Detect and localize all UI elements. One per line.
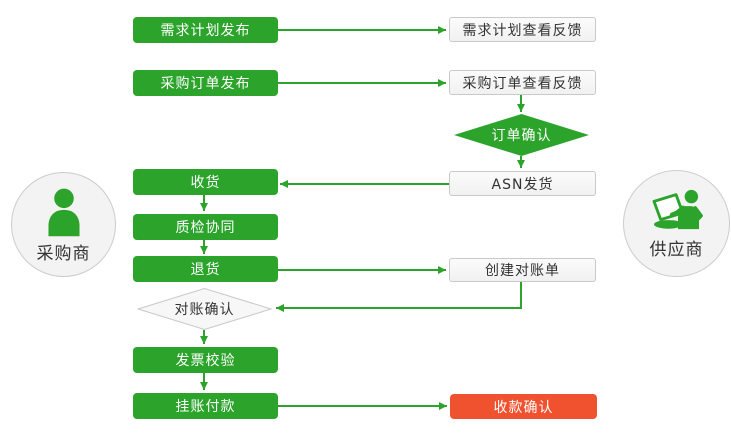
step-po-publish: 采购订单发布 xyxy=(133,70,278,96)
supplier-laptop-person-icon xyxy=(648,187,706,233)
step-receive: 收货 xyxy=(133,169,278,195)
step-asn-ship: ASN发货 xyxy=(449,171,596,196)
step-demand-plan-feedback: 需求计划查看反馈 xyxy=(449,17,596,42)
step-invoice-check: 发票校验 xyxy=(133,347,278,373)
step-payment-confirm: 收款确认 xyxy=(450,394,597,419)
actor-buyer: 采购商 xyxy=(11,172,116,277)
decision-order-confirm-label: 订单确认 xyxy=(491,128,552,144)
step-return-goods: 退货 xyxy=(133,256,278,282)
actor-supplier: 供应商 xyxy=(623,170,730,277)
edge-create-statement-to-statement-confirm xyxy=(276,282,522,312)
actor-buyer-label: 采购商 xyxy=(36,244,91,264)
decision-order-confirm-shape xyxy=(454,114,589,156)
decision-statement-confirm-label: 对账确认 xyxy=(174,302,235,318)
step-demand-plan-publish: 需求计划发布 xyxy=(133,17,278,43)
decision-statement-confirm-shape xyxy=(137,288,272,330)
step-create-statement: 创建对账单 xyxy=(449,258,596,282)
step-quality-collab: 质检协同 xyxy=(133,214,278,240)
buyer-person-icon xyxy=(41,185,87,237)
step-book-payment: 挂账付款 xyxy=(133,393,278,419)
decision-order-confirm: 订单确认 xyxy=(454,114,589,156)
step-po-feedback: 采购订单查看反馈 xyxy=(449,70,596,95)
decision-statement-confirm: 对账确认 xyxy=(137,288,272,330)
actor-supplier-label: 供应商 xyxy=(649,240,704,260)
